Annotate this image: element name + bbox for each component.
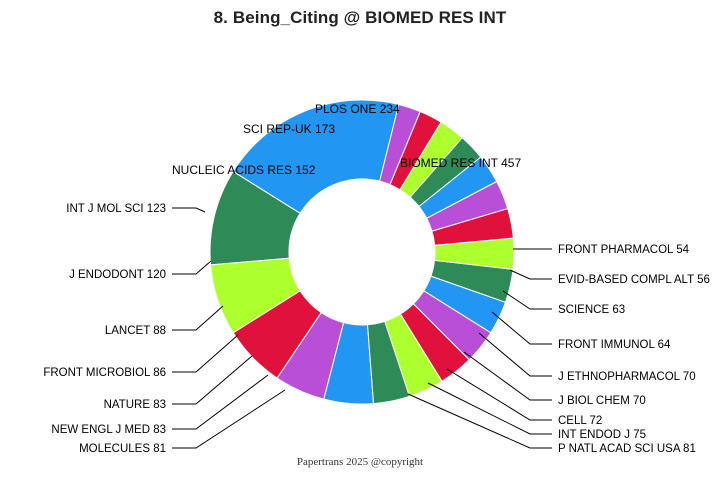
slice-label: NEW ENGL J MED 83 <box>51 424 166 436</box>
slice-label: FRONT IMMUNOL 64 <box>558 339 671 351</box>
label-leader-line <box>491 311 552 345</box>
slice-label: NUCLEIC ACIDS RES 152 <box>172 163 316 177</box>
slice-label: INT ENDOD J 75 <box>558 429 646 441</box>
slice-label: P NATL ACAD SCI USA 81 <box>558 443 696 455</box>
label-leader-line <box>172 389 286 449</box>
pie-slice[interactable]: BIOMED RES INT 457 <box>232 99 400 215</box>
label-leader-line <box>509 269 552 280</box>
slice-label: NATURE 83 <box>104 399 166 411</box>
slice-label: SCIENCE 63 <box>558 304 625 316</box>
slice-label: PLOS ONE 234 <box>315 102 400 116</box>
slice-label: CELL 72 <box>558 415 602 427</box>
label-leader-line <box>502 290 552 310</box>
label-leader-line <box>172 207 206 213</box>
slice-label: SCI REP-UK 173 <box>243 122 335 136</box>
page-title: 8. Being_Citing @ BIOMED RES INT <box>213 8 507 27</box>
label-leader-line <box>172 305 224 331</box>
label-leader-line <box>463 351 552 401</box>
slice-label: J BIOL CHEM 70 <box>558 395 646 407</box>
label-leader-line <box>427 382 552 435</box>
slice-label: EVID-BASED COMPL ALT 56 <box>558 274 710 286</box>
slice-label: BIOMED RES INT 457 <box>400 156 521 170</box>
slice-label: FRONT PHARMACOL 54 <box>558 244 690 256</box>
slice-label: J ETHNOPHARMACOL 70 <box>558 371 696 383</box>
label-leader-line <box>446 368 552 421</box>
label-leader-line <box>172 355 253 405</box>
slice-label: MOLECULES 81 <box>79 443 166 455</box>
slice-label: FRONT MICROBIOL 86 <box>43 367 166 379</box>
label-leader-line <box>478 332 552 377</box>
label-leader-line <box>172 374 269 430</box>
label-leader-line <box>407 393 552 449</box>
leader-lines-group <box>172 207 552 449</box>
pie-slice[interactable]: FRONT PHARMACOL 54 <box>379 103 421 186</box>
slice-label: INT J MOL SCI 123 <box>66 203 166 215</box>
copyright-footer: Papertrans 2025 @copyright <box>296 456 424 468</box>
label-leader-line <box>172 334 239 373</box>
slice-label: J ENDODONT 120 <box>69 269 166 281</box>
label-leader-line <box>172 260 212 275</box>
slice-label: LANCET 88 <box>105 325 166 337</box>
